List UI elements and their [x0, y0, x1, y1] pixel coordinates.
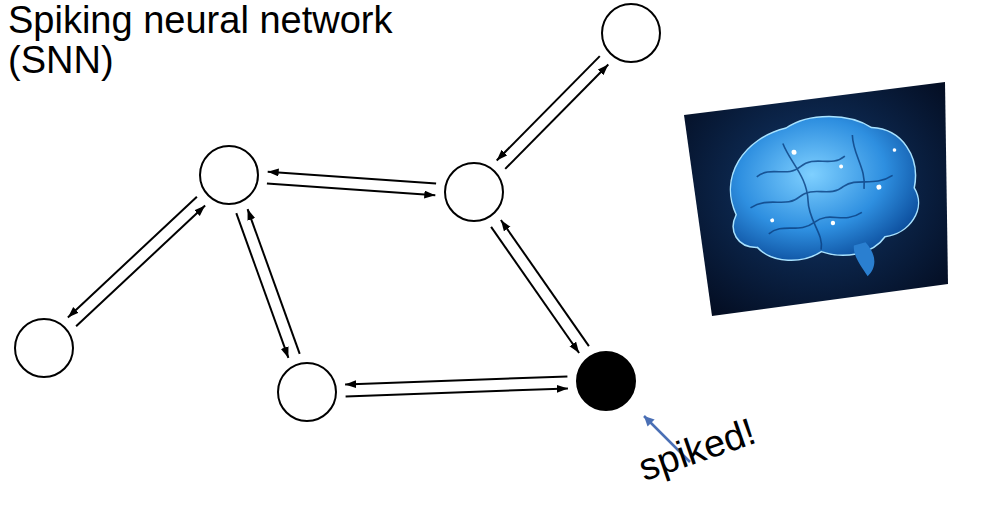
circle-outline: [14, 318, 74, 378]
neuron-circle: [14, 318, 74, 378]
neuron-circle: [444, 162, 504, 222]
brain-photo: [684, 82, 948, 316]
synapse-arrow: [236, 213, 288, 358]
synapse-arrow: [346, 388, 568, 396]
synapse-arrow: [491, 227, 579, 353]
circle-outline: [199, 145, 259, 205]
circle-outline: [576, 351, 636, 411]
synapse-arrow: [76, 206, 205, 327]
synapse-arrow: [68, 197, 197, 318]
diagram-title: Spiking neural network (SNN): [8, 0, 438, 80]
synapse-arrow: [501, 220, 589, 346]
circle-outline: [277, 362, 337, 422]
synapse-arrow: [497, 56, 600, 160]
neuron-circle: [199, 145, 259, 205]
circle-outline: [444, 162, 504, 222]
neuron-circle: [601, 3, 661, 63]
synapse-arrow: [505, 65, 608, 169]
synapse-arrow: [268, 172, 436, 184]
neuron-circle: [576, 351, 636, 411]
circle-outline: [601, 3, 661, 63]
callout-label: spiked!: [633, 410, 761, 489]
synapse-arrow: [345, 376, 567, 384]
synapse-arrow: [267, 184, 435, 196]
synapse-arrow: [248, 209, 300, 354]
neuron-circle: [277, 362, 337, 422]
